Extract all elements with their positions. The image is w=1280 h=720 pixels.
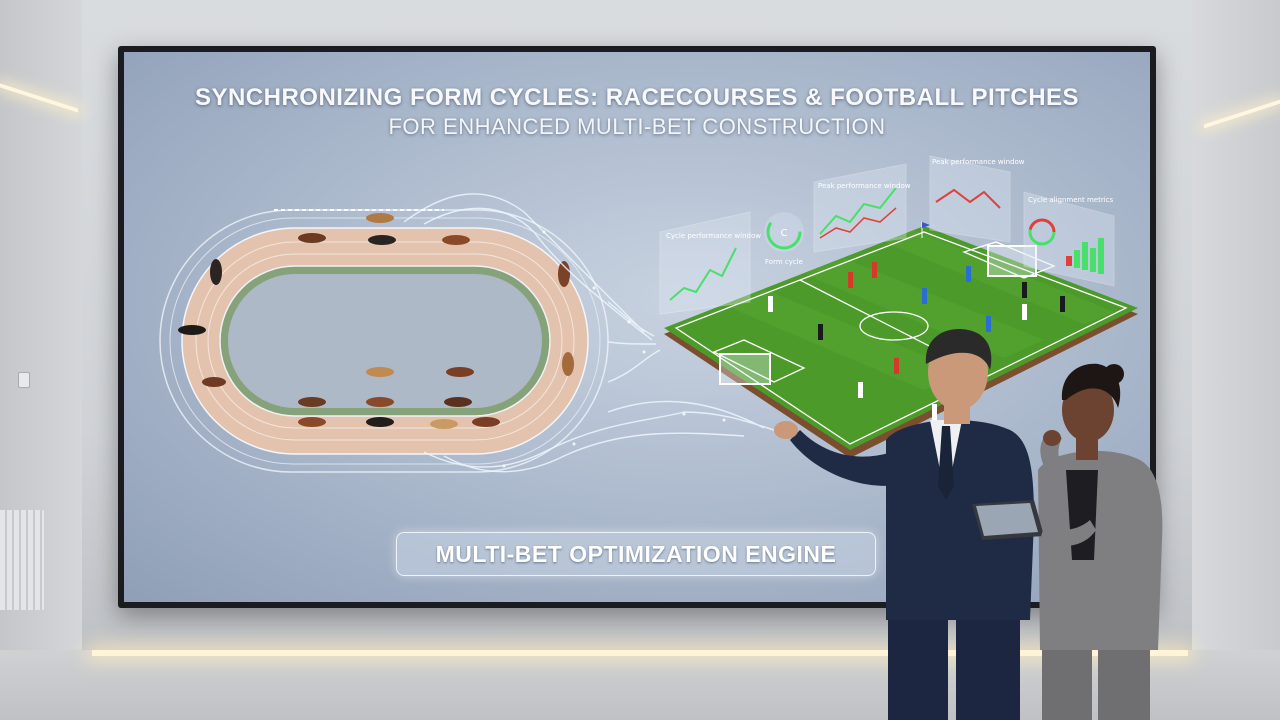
player-6 xyxy=(1022,282,1027,298)
goal-far xyxy=(987,245,1037,277)
data-flow-particles xyxy=(502,230,726,468)
wall-switch xyxy=(18,372,30,388)
horse-13 xyxy=(366,397,394,407)
player-13 xyxy=(932,404,937,420)
player-1 xyxy=(768,296,773,312)
panel-label-form-cycle: Form cycle xyxy=(765,258,803,266)
horse-14 xyxy=(444,397,472,407)
horse-1 xyxy=(298,233,326,243)
horses xyxy=(178,213,574,429)
player-10 xyxy=(818,324,823,340)
horse-16 xyxy=(366,417,394,427)
player-5 xyxy=(966,266,971,282)
player-9 xyxy=(986,316,991,332)
horse-17 xyxy=(430,419,458,429)
horse-6 xyxy=(558,261,570,287)
player-2 xyxy=(848,272,853,288)
horse-2 xyxy=(366,213,394,223)
radiator xyxy=(0,510,44,610)
panel-cycle-alignment: Cycle alignment metrics xyxy=(1023,191,1115,287)
horse-18 xyxy=(472,417,500,427)
racetrack xyxy=(159,209,609,473)
player-12 xyxy=(858,382,863,398)
player-3 xyxy=(872,262,877,278)
player-11 xyxy=(894,358,899,374)
horse-4 xyxy=(442,235,470,245)
horse-3 xyxy=(368,235,396,245)
panel-peak-performance-2: Peak performance window xyxy=(929,155,1025,243)
panel-label-peak-performance-1: Peak performance window xyxy=(818,182,911,190)
player-8 xyxy=(1060,296,1065,312)
horse-7 xyxy=(178,325,206,335)
football-players xyxy=(768,262,1065,420)
panel-label-cycle-performance: Cycle performance window xyxy=(666,232,761,240)
woman-presenter xyxy=(972,363,1163,720)
panel-cycle-performance: Cycle performance window xyxy=(659,211,761,315)
horse-10 xyxy=(446,367,474,377)
panel-label-cycle-alignment: Cycle alignment metrics xyxy=(1028,196,1113,204)
screen-title-line-2: FOR ENHANCED MULTI-BET CONSTRUCTION xyxy=(388,114,886,139)
engine-badge: MULTI-BET OPTIMIZATION ENGINE xyxy=(396,532,876,576)
data-flow-lines xyxy=(403,193,775,473)
engine-badge-label: MULTI-BET OPTIMIZATION ENGINE xyxy=(435,540,837,567)
horse-9 xyxy=(366,367,394,377)
screen-illustration: Cycle performance window C Form cycle Pe… xyxy=(159,155,1138,473)
player-7 xyxy=(1022,304,1027,320)
horse-15 xyxy=(298,417,326,427)
panel-form-cycle: C Form cycle xyxy=(764,212,804,266)
panel-label-peak-performance-2: Peak performance window xyxy=(932,158,1025,166)
presentation-screen: Cycle performance window C Form cycle Pe… xyxy=(124,52,1150,602)
horse-8 xyxy=(202,377,226,387)
horse-12 xyxy=(298,397,326,407)
screen-title-line-1: SYNCHRONIZING FORM CYCLES: RACECOURSES &… xyxy=(194,84,1080,111)
floor-light-strip xyxy=(92,650,1188,656)
horse-11 xyxy=(562,352,574,376)
football-pitch xyxy=(664,222,1138,458)
svg-text:C: C xyxy=(781,228,788,239)
player-4 xyxy=(922,288,927,304)
goal-near xyxy=(719,353,771,385)
horse-5 xyxy=(210,259,222,285)
man-presenter xyxy=(774,329,1034,720)
panel-peak-performance-1: Peak performance window xyxy=(813,163,911,253)
